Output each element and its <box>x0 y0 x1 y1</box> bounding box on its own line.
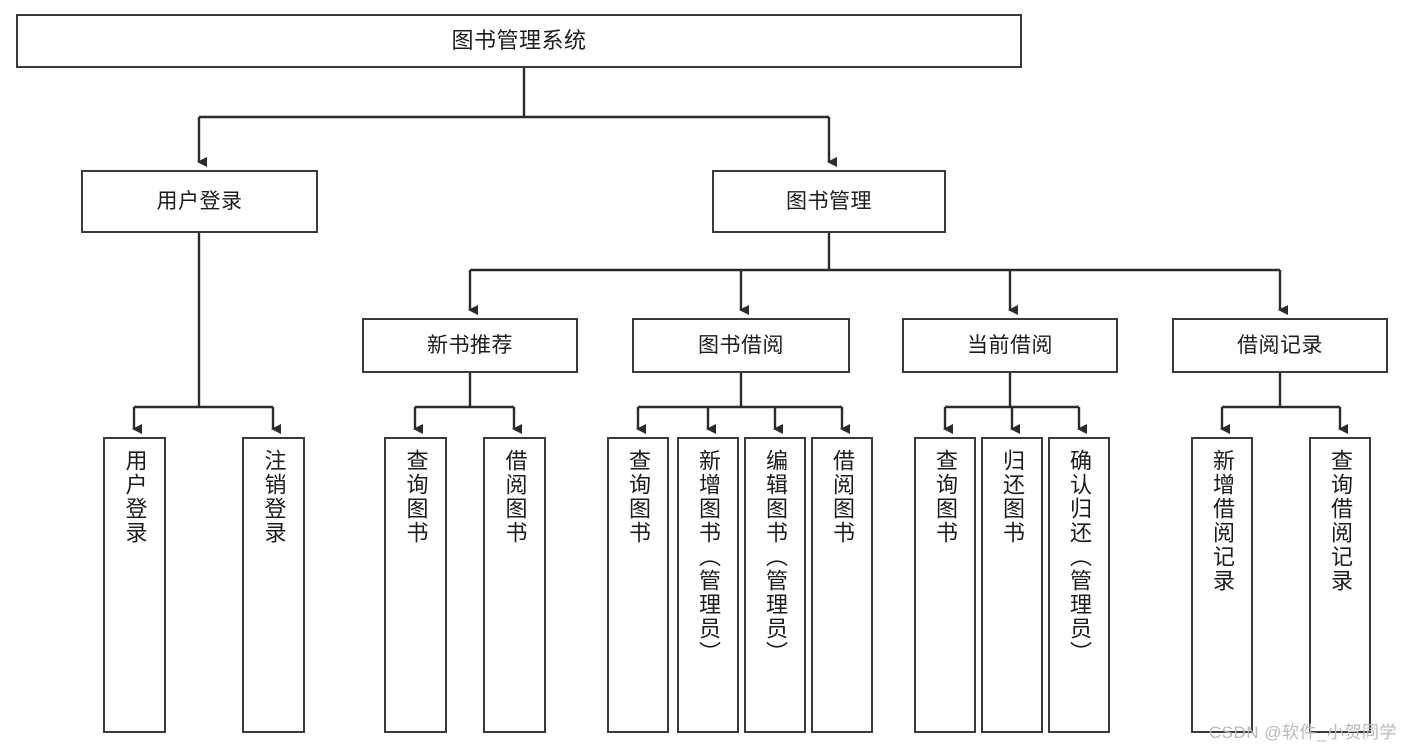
node-leaf-edit-book-admin[interactable]: 编辑图书（管理员） <box>744 437 806 733</box>
node-leaf-query-borrow-record[interactable]: 查询借阅记录 <box>1309 437 1371 733</box>
node-label: 查询借阅记录 <box>1328 449 1353 593</box>
node-leaf-user-login[interactable]: 用户登录 <box>103 437 166 733</box>
node-leaf-borrow-book-2[interactable]: 借阅图书 <box>811 437 873 733</box>
node-leaf-borrow-book-1[interactable]: 借阅图书 <box>483 437 546 733</box>
node-book-manage[interactable]: 图书管理 <box>712 170 946 233</box>
node-leaf-logout-login[interactable]: 注销登录 <box>242 437 305 733</box>
node-leaf-return-book[interactable]: 归还图书 <box>981 437 1043 733</box>
node-label: 借阅图书 <box>502 449 528 545</box>
node-label: 新增图书（管理员） <box>696 449 721 665</box>
node-book-borrow[interactable]: 图书借阅 <box>632 318 850 373</box>
node-label: 注销登录 <box>261 449 287 545</box>
node-borrow-record[interactable]: 借阅记录 <box>1172 318 1388 373</box>
node-label: 当前借阅 <box>967 333 1053 357</box>
node-label: 借阅图书 <box>830 449 855 545</box>
node-label: 用户登录 <box>122 449 148 545</box>
node-new-book-recommend[interactable]: 新书推荐 <box>362 318 578 373</box>
node-current-borrow[interactable]: 当前借阅 <box>902 318 1118 373</box>
node-root-system[interactable]: 图书管理系统 <box>16 14 1022 68</box>
node-label: 查询图书 <box>933 449 958 545</box>
node-user-login[interactable]: 用户登录 <box>81 170 318 233</box>
node-leaf-add-book-admin[interactable]: 新增图书（管理员） <box>677 437 739 733</box>
node-label: 查询图书 <box>626 449 651 545</box>
node-leaf-query-book-1[interactable]: 查询图书 <box>384 437 447 733</box>
node-label: 确认归还（管理员） <box>1067 449 1092 665</box>
node-label: 图书管理系统 <box>451 27 587 53</box>
node-leaf-query-book-3[interactable]: 查询图书 <box>914 437 976 733</box>
node-leaf-query-book-2[interactable]: 查询图书 <box>607 437 669 733</box>
node-label: 新增借阅记录 <box>1210 449 1235 593</box>
node-label: 新书推荐 <box>427 333 513 357</box>
node-leaf-confirm-return-admin[interactable]: 确认归还（管理员） <box>1048 437 1110 733</box>
node-label: 编辑图书（管理员） <box>763 449 788 665</box>
node-label: 归还图书 <box>1000 449 1025 545</box>
node-label: 用户登录 <box>156 189 243 213</box>
node-label: 查询图书 <box>403 449 429 545</box>
node-label: 图书借阅 <box>698 333 784 357</box>
node-leaf-add-borrow-record[interactable]: 新增借阅记录 <box>1191 437 1253 733</box>
node-label: 图书管理 <box>786 189 872 213</box>
node-label: 借阅记录 <box>1237 333 1323 357</box>
csdn-watermark: CSDN @软件_小贺同学 <box>1208 723 1397 742</box>
